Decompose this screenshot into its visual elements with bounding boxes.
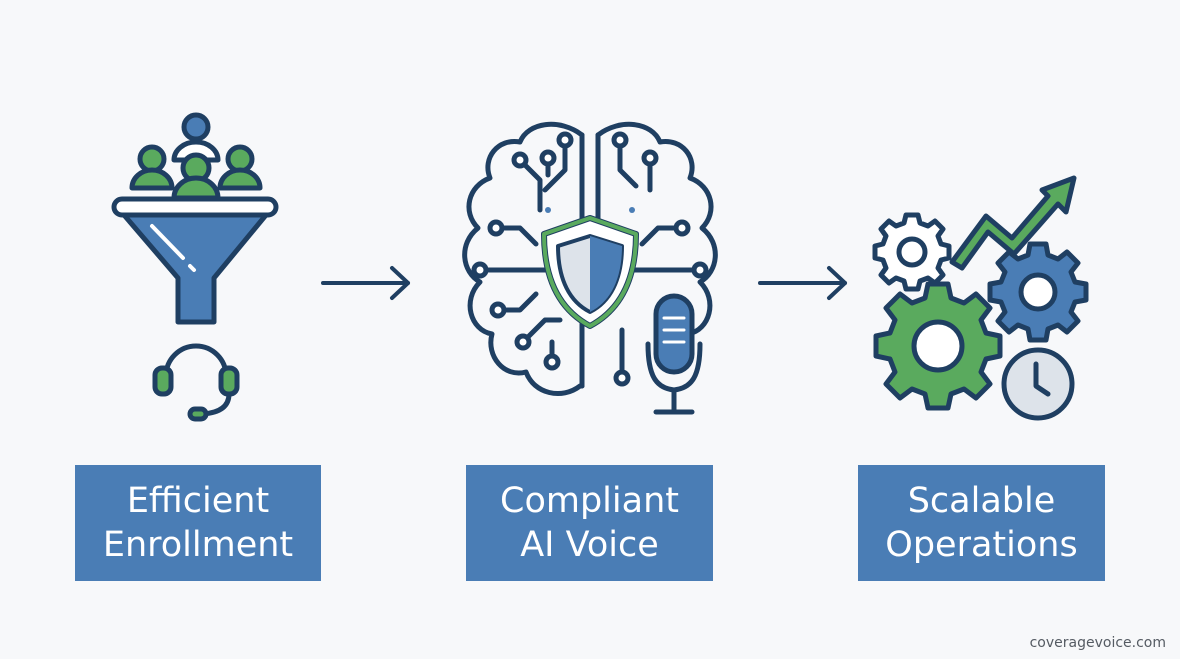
watermark: coveragevoice.com [1029,635,1166,651]
people-funnel-icon [111,112,279,325]
step-label-efficient-enrollment: Efficient Enrollment [75,465,321,581]
step-label-compliant-ai-voice: Compliant AI Voice [466,465,713,581]
step-label-line: AI Voice [520,525,659,565]
step-label-line: Operations [885,525,1078,565]
headset-icon [152,343,240,422]
shield-icon [541,215,639,329]
step-label-line: Scalable [907,481,1056,521]
gears-icon [872,212,1089,411]
step-label-line: Efficient [126,481,270,521]
step-label-scalable-operations: Scalable Operations [858,465,1105,581]
growth-arrow-icon [949,175,1077,271]
arrow-right-icon [321,266,410,300]
clock-icon [1001,347,1075,421]
arrow-right-icon [758,266,847,300]
microphone-icon [645,293,703,415]
step-label-line: Compliant [500,481,679,521]
step-label-line: Enrollment [102,525,294,565]
